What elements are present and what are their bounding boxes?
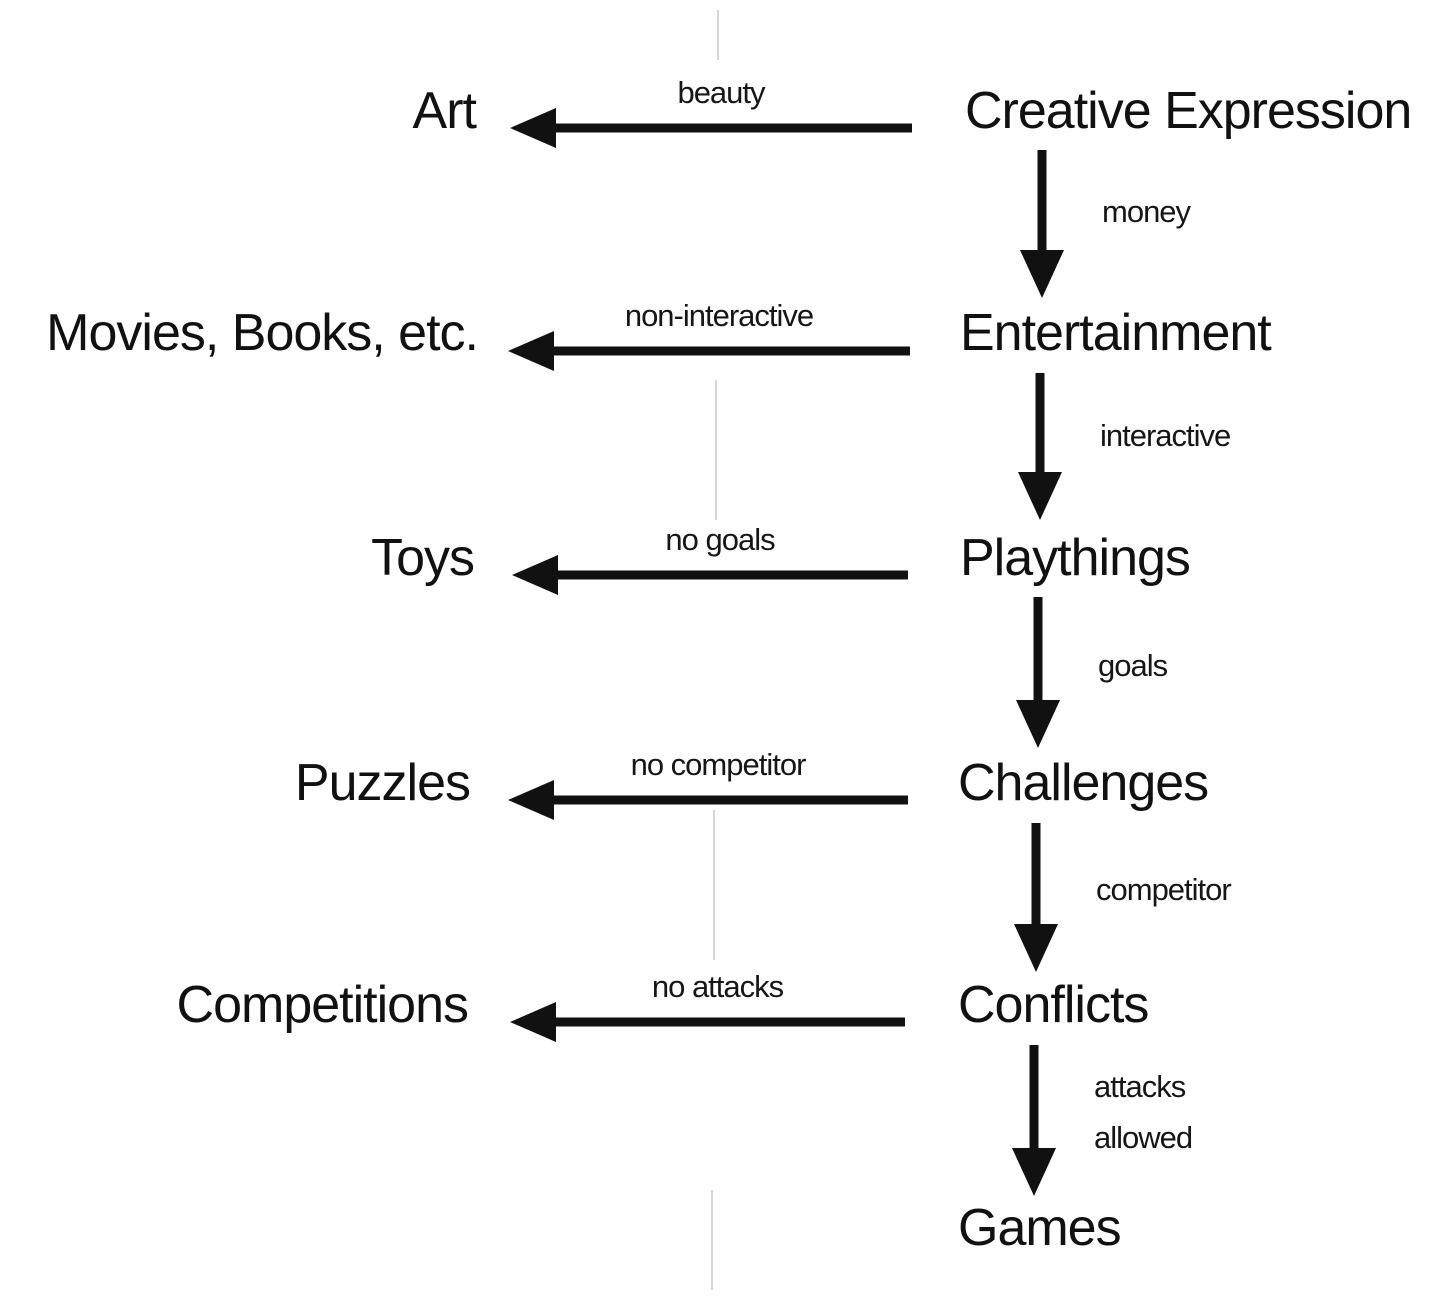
down-arrowhead xyxy=(1016,700,1060,748)
down-edge-label: allowed xyxy=(1094,1120,1192,1155)
branch-edge-label: non-interactive xyxy=(625,298,813,333)
branch-edge-label: no attacks xyxy=(652,969,784,1004)
down-edge-label: competitor xyxy=(1096,872,1231,907)
down-arrowhead xyxy=(1012,1148,1056,1196)
branch-toys: Toys xyxy=(371,529,474,587)
left-arrowhead xyxy=(508,780,554,820)
down-edge-label: interactive xyxy=(1100,418,1230,453)
branch-edge-label: beauty xyxy=(677,75,766,110)
edges-layer xyxy=(508,108,1064,1196)
branch-edge-label: no competitor xyxy=(631,747,806,782)
branch-movies-books-etc: Movies, Books, etc. xyxy=(46,304,478,362)
branch-art: Art xyxy=(413,82,478,140)
labels-layer: Creative ExpressionEntertainmentPlaythin… xyxy=(46,75,1412,1257)
branch-puzzles: Puzzles xyxy=(295,754,470,812)
down-edge-label: goals xyxy=(1098,648,1168,683)
down-arrowhead xyxy=(1020,250,1064,298)
node-conflicts: Conflicts xyxy=(958,976,1148,1034)
down-edge-label: money xyxy=(1102,194,1192,229)
node-creative-expression: Creative Expression xyxy=(965,82,1411,140)
left-arrowhead xyxy=(508,331,554,371)
down-edge-label: attacks xyxy=(1094,1069,1186,1104)
left-arrowhead xyxy=(512,555,558,595)
down-arrowhead xyxy=(1018,472,1062,520)
node-playthings: Playthings xyxy=(960,529,1190,587)
down-arrowhead xyxy=(1014,924,1058,972)
node-games: Games xyxy=(958,1199,1121,1257)
left-arrowhead xyxy=(510,108,556,148)
left-arrowhead xyxy=(510,1002,556,1042)
node-challenges: Challenges xyxy=(958,754,1208,812)
branch-edge-label: no goals xyxy=(665,522,775,557)
branch-competitions: Competitions xyxy=(177,976,468,1034)
node-entertainment: Entertainment xyxy=(960,304,1272,362)
